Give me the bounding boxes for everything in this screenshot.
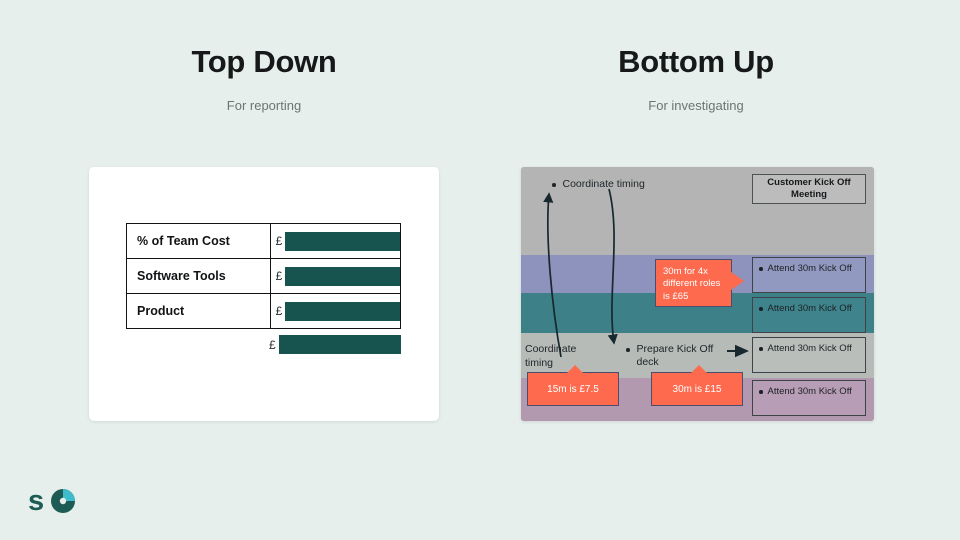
cost-row-label: % of Team Cost (126, 223, 271, 259)
callout-text: 30m for 4x different roles is £65 (663, 266, 721, 302)
bullet-dot-icon (552, 183, 556, 187)
task-attend-kick-off-1[interactable]: Attend 30m Kick Off (752, 257, 866, 293)
cost-row-label: Software Tools (126, 258, 271, 294)
callout-tail-right-icon (731, 272, 744, 290)
callout-tail-up-icon (566, 365, 584, 374)
callout-tail-up-icon (690, 365, 708, 374)
logo-donut-hole (59, 497, 67, 505)
task-attend-kick-off-2[interactable]: Attend 30m Kick Off (752, 297, 866, 333)
callout-text: 15m is £7.5 (547, 383, 599, 395)
page-title-bottom-up: Bottom Up (618, 44, 774, 79)
calendar-stripe-gray-1 (521, 209, 874, 255)
bottom-up-calendar-panel: Customer Kick Off Meeting Coordinate tim… (521, 167, 874, 421)
logo-donut-segment (63, 489, 75, 501)
subtitle-top-down: For reporting (226, 97, 302, 113)
top-down-card: % of Team Cost £ Software Tools £ (89, 167, 439, 421)
task-attend-kick-off-3[interactable]: Attend 30m Kick Off (752, 337, 866, 373)
bullet-dot-icon (759, 307, 763, 311)
bullet-dot-icon (759, 267, 763, 271)
bullet-coordinate-timing-top: Coordinate timing (552, 178, 645, 191)
task-label: Attend 30m Kick Off (767, 343, 852, 354)
currency-symbol: £ (269, 337, 276, 352)
redacted-value-bar (285, 266, 400, 286)
cost-total-row: £ (264, 335, 401, 354)
task-label: Attend 30m Kick Off (767, 386, 852, 397)
callout-coordinate-timing-cost: 15m is £7.5 (527, 365, 619, 406)
redacted-value-bar (285, 231, 400, 251)
currency-symbol: £ (275, 234, 283, 248)
bullet-label: Coordinate timing (562, 178, 645, 190)
table-row: Product £ (126, 293, 402, 329)
logo-wordmark: s (28, 485, 44, 516)
currency-symbol: £ (275, 269, 283, 283)
bottom-up-heading-group: Bottom Up For investigating (496, 44, 896, 113)
callout-roles-cost: 30m for 4x different roles is £65 (655, 259, 744, 307)
bullet-dot-icon (626, 348, 630, 352)
page-title-top-down: Top Down (191, 44, 337, 79)
task-label: Attend 30m Kick Off (767, 263, 852, 274)
logo-mark-icon: s (28, 485, 75, 516)
task-attend-kick-off-4[interactable]: Attend 30m Kick Off (752, 380, 866, 416)
callout-text: 30m is £15 (672, 383, 722, 395)
task-label: Attend 30m Kick Off (767, 303, 852, 314)
table-row: % of Team Cost £ (126, 223, 402, 259)
callout-prepare-deck-cost: 30m is £15 (651, 365, 743, 406)
currency-symbol: £ (275, 304, 283, 318)
brand-logo: s (28, 484, 78, 516)
customer-kick-off-meeting-chip[interactable]: Customer Kick Off Meeting (752, 174, 866, 204)
bullet-dot-icon (759, 347, 763, 351)
cost-row-value: £ (269, 223, 402, 259)
cost-table: % of Team Cost £ Software Tools £ (126, 223, 402, 329)
cost-row-value: £ (269, 293, 402, 329)
bullet-label: Prepare Kick Off deck (636, 343, 714, 369)
cost-row-value: £ (269, 258, 402, 294)
table-row: Software Tools £ (126, 258, 402, 294)
cost-row-label: Product (126, 293, 271, 329)
redacted-total-bar (278, 335, 401, 354)
bullet-dot-icon (759, 390, 763, 394)
redacted-value-bar (285, 301, 400, 321)
subtitle-bottom-up: For investigating (648, 97, 744, 113)
top-down-heading-group: Top Down For reporting (64, 44, 464, 113)
bullet-prepare-kick-off-deck: Prepare Kick Off deck (626, 343, 718, 369)
